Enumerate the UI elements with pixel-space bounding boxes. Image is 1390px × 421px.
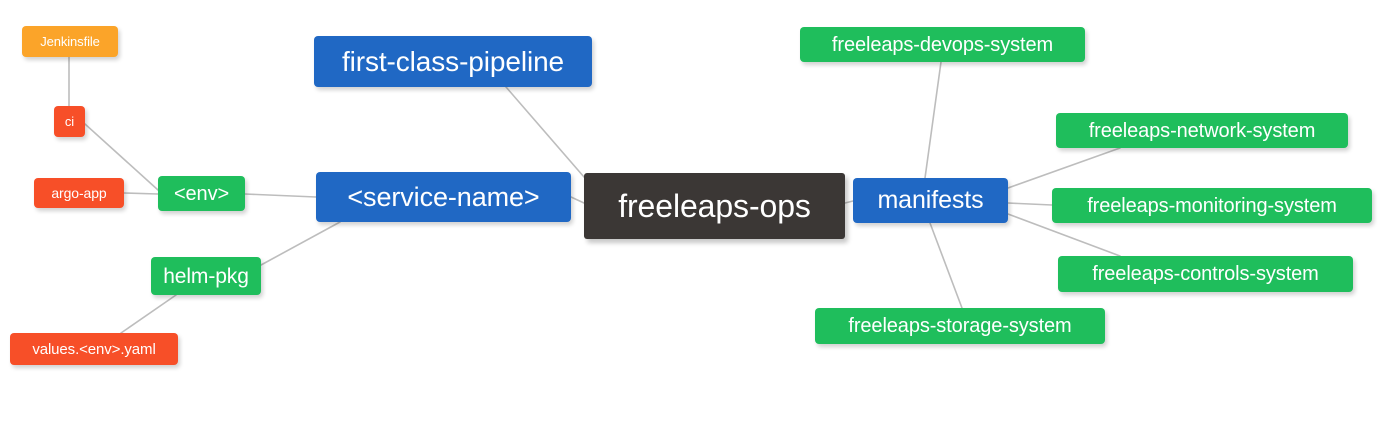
mindmap-edge [924,61,942,179]
mindmap-node-ci[interactable]: ci [54,106,85,137]
mindmap-node-freeleaps-controls-system[interactable]: freeleaps-controls-system [1058,256,1353,292]
mindmap-edge [260,221,341,266]
mindmap-edge [505,86,585,178]
mindmap-node-freeleaps-monitoring-system[interactable]: freeleaps-monitoring-system [1052,188,1372,223]
mindmap-node-first-class-pipeline[interactable]: first-class-pipeline [314,36,592,87]
mindmap-node-service-name[interactable]: <service-name> [316,172,571,222]
mindmap-edge [123,192,159,195]
mindmap-node-helm-pkg[interactable]: helm-pkg [151,257,261,295]
mindmap-edge [1007,202,1053,206]
mindmap-edge [120,294,177,334]
mindmap-node-values-env-yaml[interactable]: values.<env>.yaml [10,333,178,365]
mindmap-node-argo-app[interactable]: argo-app [34,178,124,208]
mindmap-edge [844,200,854,204]
mindmap-edge [570,196,585,204]
mindmap-edge [244,193,317,198]
mindmap-node-freeleaps-storage-system[interactable]: freeleaps-storage-system [815,308,1105,344]
mindmap-node-manifests[interactable]: manifests [853,178,1008,223]
mindmap-edge [1007,147,1121,189]
mindmap-node-freeleaps-network-system[interactable]: freeleaps-network-system [1056,113,1348,148]
mindmap-node-freeleaps-ops[interactable]: freeleaps-ops [584,173,845,239]
mindmap-edge [929,222,963,309]
mindmap-node-freeleaps-devops-system[interactable]: freeleaps-devops-system [800,27,1085,62]
mindmap-node-env[interactable]: <env> [158,176,245,211]
mindmap-node-jenkinsfile[interactable]: Jenkinsfile [22,26,118,57]
